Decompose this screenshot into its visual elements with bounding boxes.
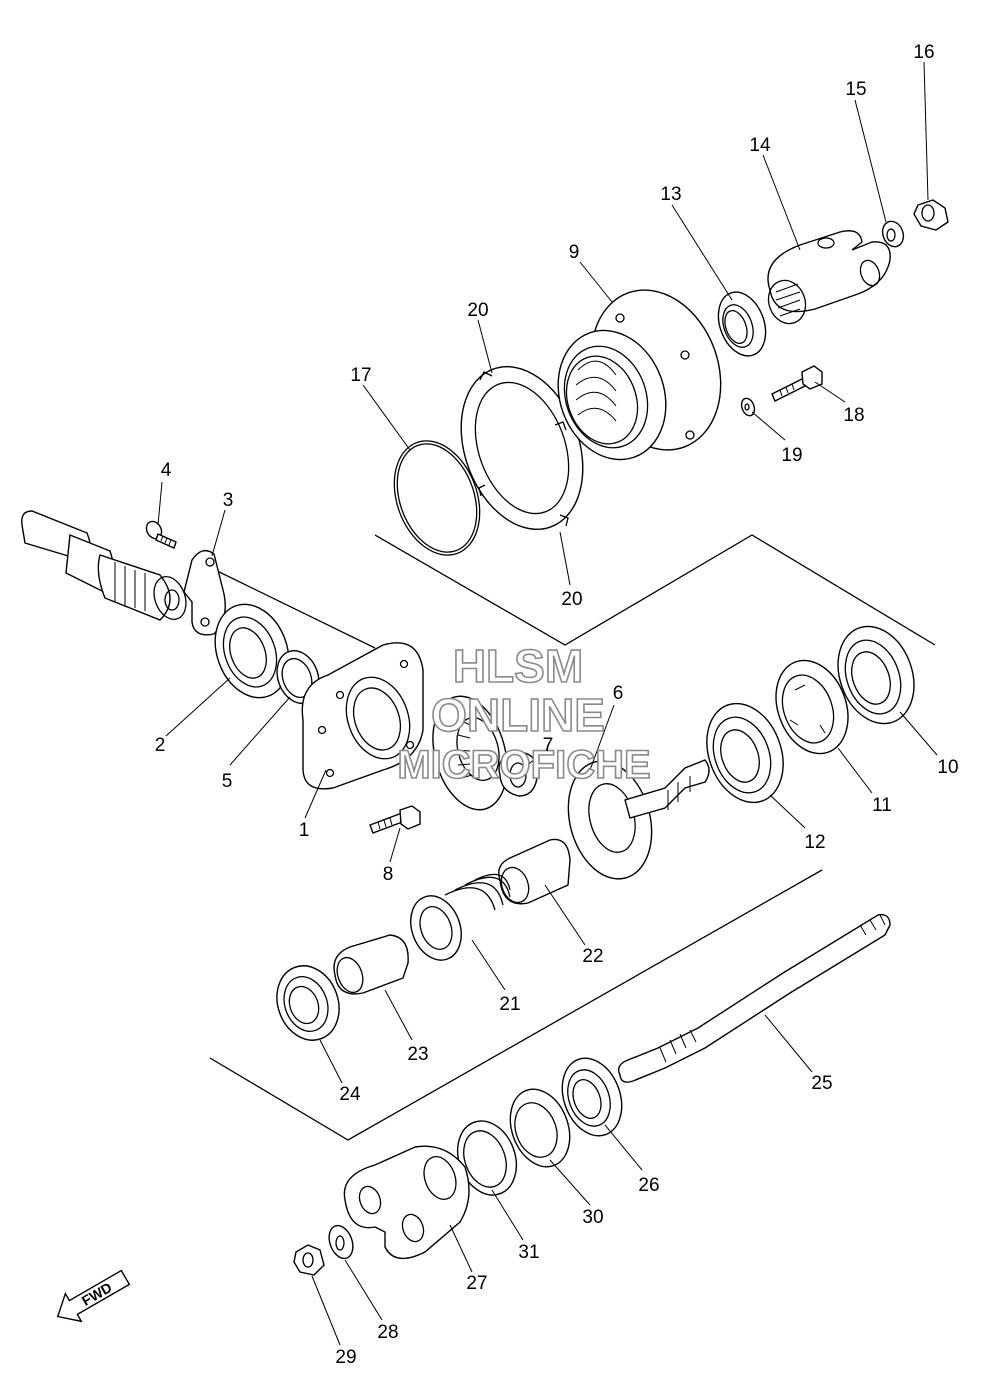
- part-number-9[interactable]: 9: [569, 242, 580, 263]
- part-number-21[interactable]: 21: [499, 994, 520, 1015]
- part-number-2[interactable]: 2: [155, 735, 166, 756]
- output-shaft-25[interactable]: [617, 914, 891, 1083]
- part-number-28[interactable]: 28: [377, 1322, 398, 1343]
- part-number-7[interactable]: 7: [543, 735, 554, 756]
- ring-gear-shaft: [567, 759, 710, 880]
- part-number-22[interactable]: 22: [582, 946, 603, 967]
- part-number-12[interactable]: 12: [804, 832, 825, 853]
- part-number-20-lower[interactable]: 20: [561, 589, 582, 610]
- part-number-14[interactable]: 14: [749, 135, 771, 156]
- washer-28[interactable]: [325, 1222, 357, 1261]
- oil-seal-13[interactable]: [710, 285, 774, 362]
- part-number-labels: 1 2 3 4 5 6 7 8 9 10 11 12 13 14 15 16 1…: [155, 42, 959, 1368]
- part-number-26[interactable]: 26: [638, 1175, 659, 1196]
- part-number-1[interactable]: 1: [299, 820, 310, 841]
- yoke-14[interactable]: [763, 230, 891, 329]
- part-number-10[interactable]: 10: [937, 757, 958, 778]
- part-number-20-upper[interactable]: 20: [467, 300, 488, 321]
- bolt-18[interactable]: [771, 365, 823, 402]
- part-number-6[interactable]: 6: [613, 683, 624, 704]
- part-number-15[interactable]: 15: [845, 79, 866, 100]
- nut-16[interactable]: [913, 199, 949, 231]
- bearing-10[interactable]: [825, 616, 927, 735]
- shim-20[interactable]: [440, 350, 605, 547]
- part-number-30[interactable]: 30: [582, 1207, 603, 1228]
- bearing-12[interactable]: [694, 693, 797, 813]
- watermark-line-3: MICROFICHE: [397, 743, 650, 787]
- group-bracket-lines: [204, 534, 936, 1141]
- input-shaft: [21, 510, 187, 621]
- part-number-3[interactable]: 3: [223, 490, 234, 511]
- bearing-housing-9[interactable]: [541, 272, 743, 475]
- part-number-25[interactable]: 25: [811, 1073, 832, 1094]
- collar-7[interactable]: [498, 752, 539, 797]
- part-number-19[interactable]: 19: [781, 445, 802, 466]
- fwd-arrow-icon: [56, 1269, 131, 1323]
- part-number-23[interactable]: 23: [407, 1044, 428, 1065]
- watermark-line-1: HLSM: [453, 640, 583, 692]
- part-number-18[interactable]: 18: [843, 405, 864, 426]
- pinion-gear-6[interactable]: [421, 688, 519, 818]
- screw-4[interactable]: [143, 519, 177, 549]
- part-number-31[interactable]: 31: [518, 1242, 539, 1263]
- washer-15[interactable]: [879, 218, 907, 249]
- part-number-16[interactable]: 16: [913, 42, 934, 63]
- part-number-27[interactable]: 27: [466, 1273, 487, 1294]
- bolt-8[interactable]: [369, 805, 421, 834]
- part-number-5[interactable]: 5: [222, 771, 233, 792]
- watermark-line-2: ONLINE: [431, 689, 605, 741]
- watermark: HLSM ONLINE MICROFICHE: [397, 639, 652, 788]
- part-number-4[interactable]: 4: [161, 460, 172, 481]
- part-number-29[interactable]: 29: [335, 1347, 356, 1368]
- part-number-24[interactable]: 24: [339, 1084, 361, 1105]
- part-number-17[interactable]: 17: [350, 365, 371, 386]
- bearing-26[interactable]: [552, 1050, 632, 1144]
- part-number-8[interactable]: 8: [383, 864, 394, 885]
- sleeve-22[interactable]: [497, 838, 571, 906]
- part-number-13[interactable]: 13: [660, 184, 681, 205]
- o-ring-17[interactable]: [379, 429, 495, 567]
- yoke-27[interactable]: [343, 1145, 470, 1260]
- ring-nut-11[interactable]: [764, 650, 861, 763]
- washer-19[interactable]: [739, 396, 756, 417]
- nut-29[interactable]: [293, 1244, 325, 1276]
- collar-23[interactable]: [333, 934, 409, 996]
- bearing-24[interactable]: [267, 957, 349, 1049]
- fwd-arrow: FWD: [56, 1269, 131, 1323]
- ring-nut-30[interactable]: [500, 1081, 580, 1175]
- housing-block-1[interactable]: [301, 642, 424, 790]
- spring-21[interactable]: [402, 873, 511, 967]
- leader-lines: [157, 61, 938, 1346]
- bearing-2[interactable]: [203, 594, 302, 708]
- part-number-11[interactable]: 11: [872, 795, 892, 816]
